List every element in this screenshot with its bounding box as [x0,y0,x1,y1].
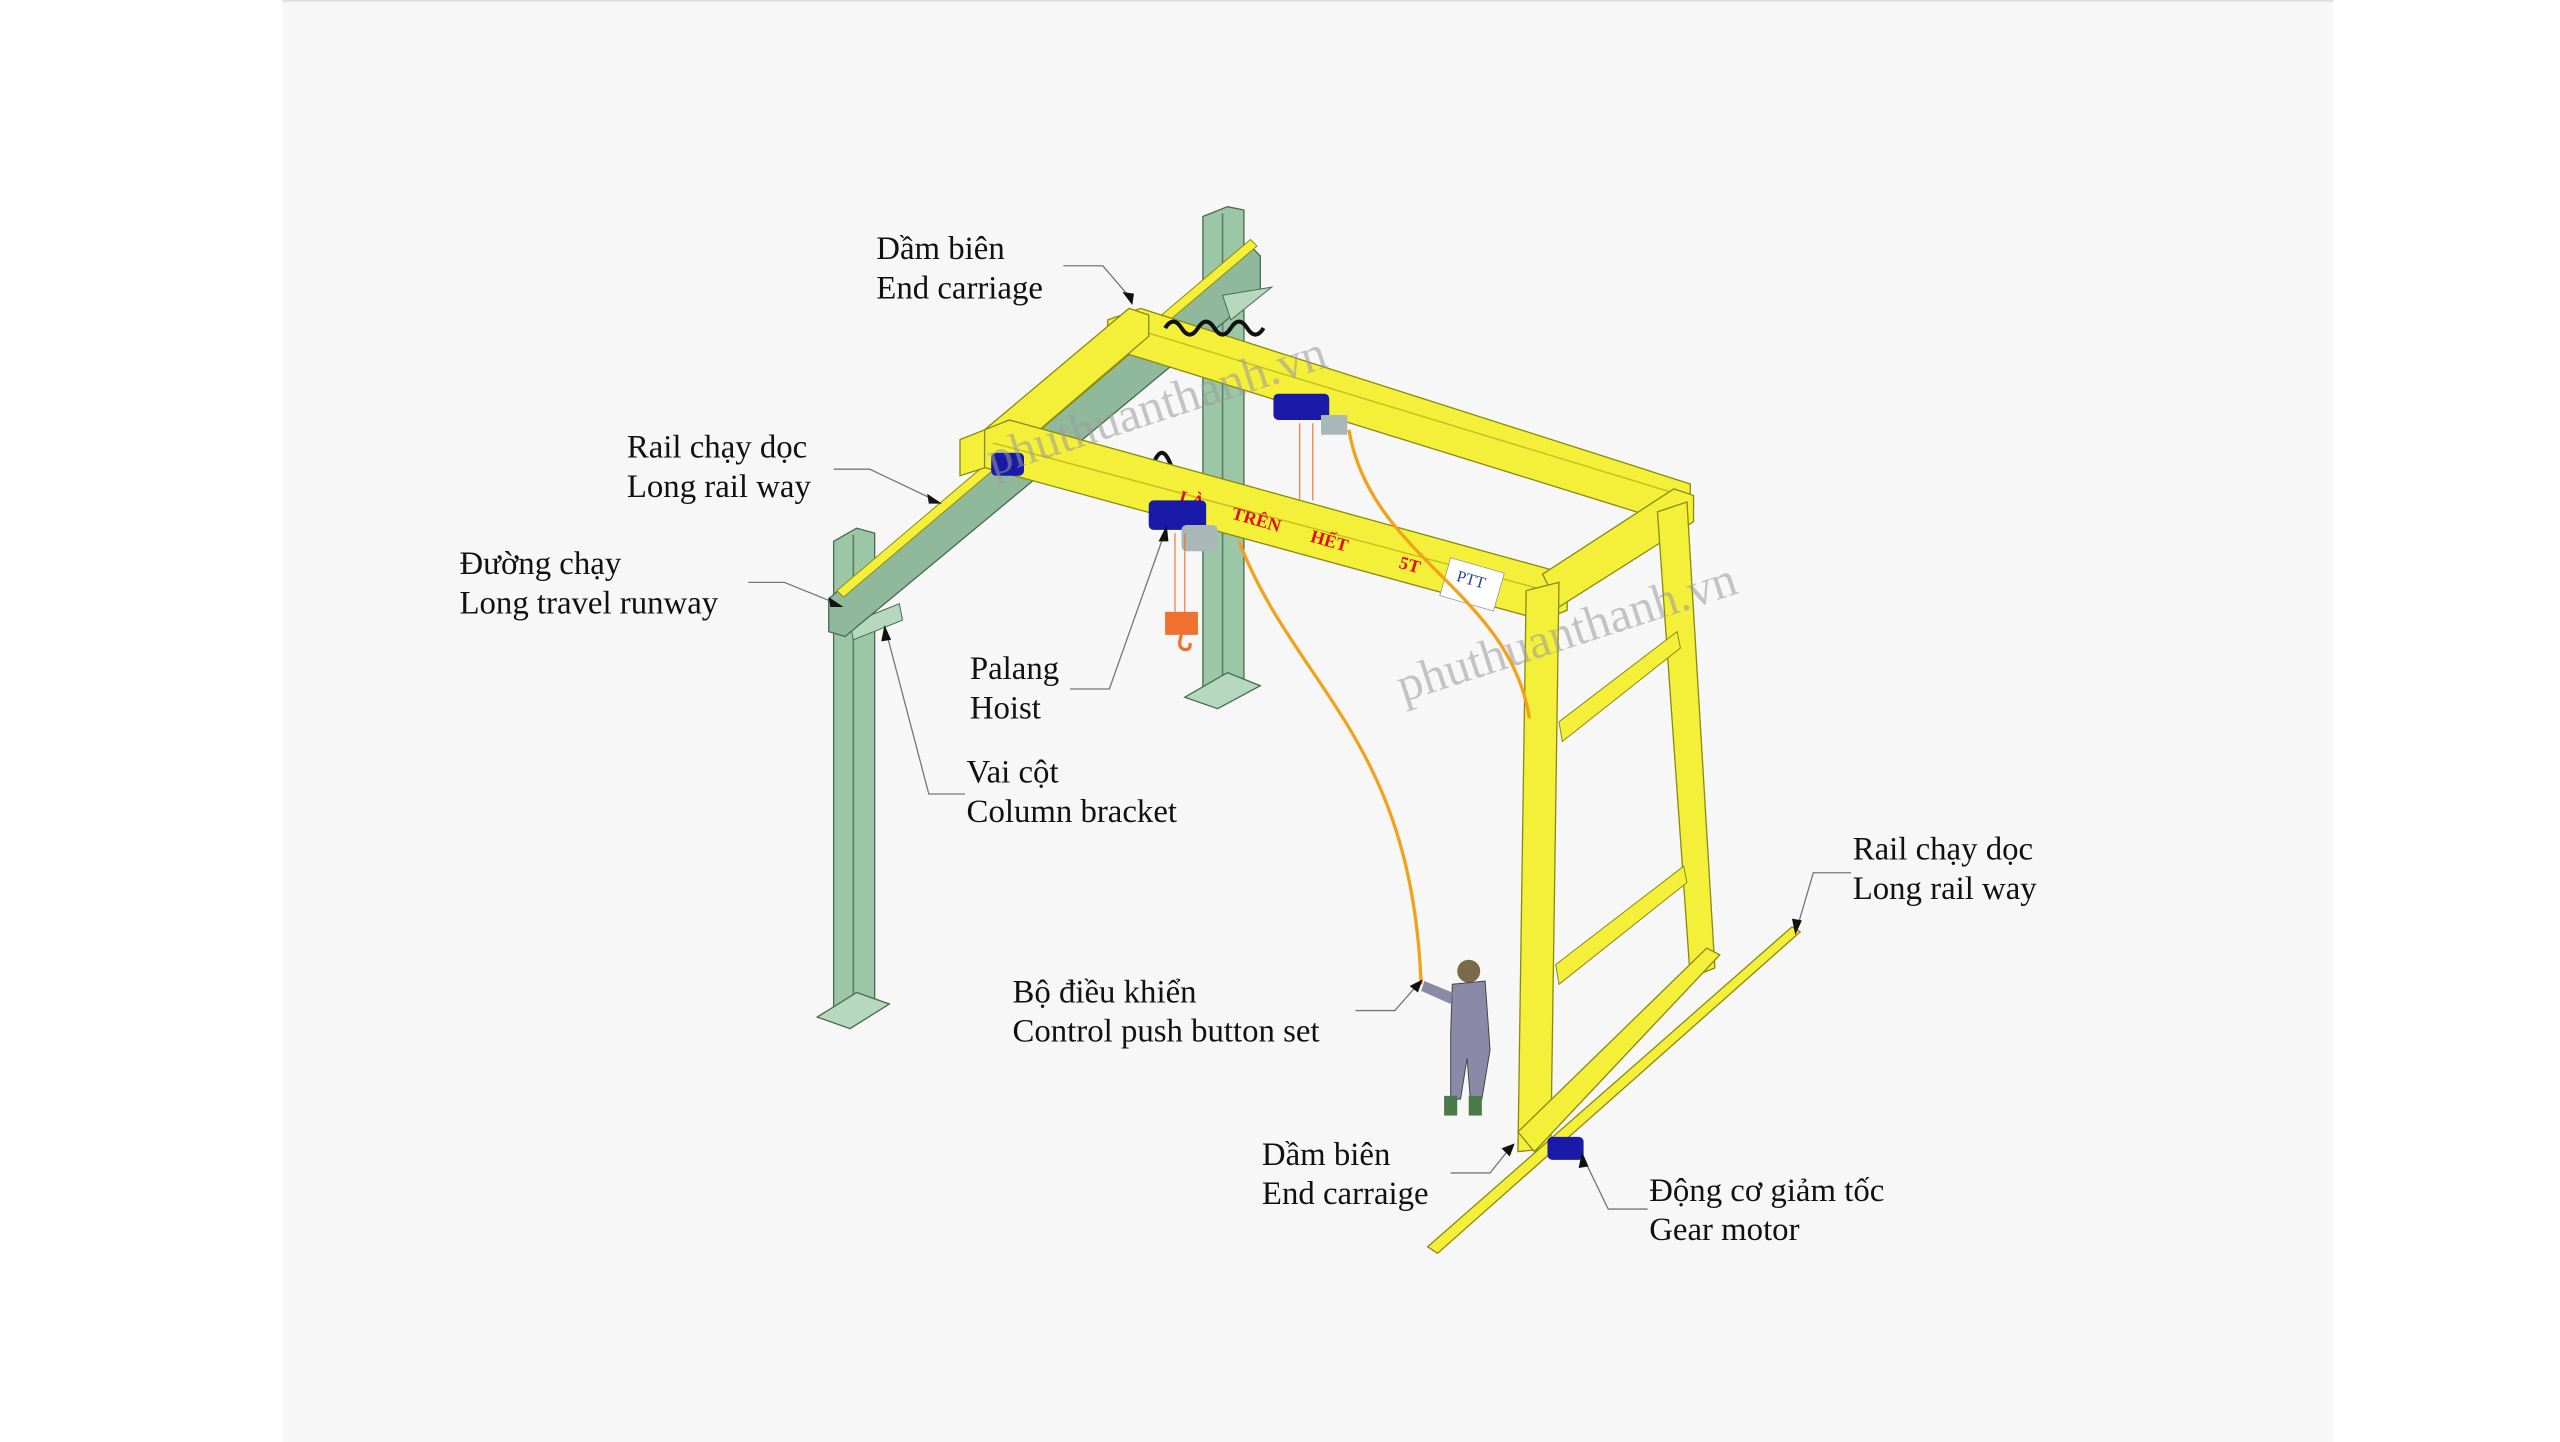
label-rail-left-vi: Rail chạy dọc [627,430,807,466]
label-runway-en: Long travel runway [459,586,718,622]
label-end-carriage-top-vi: Dầm biên [876,231,1004,267]
long-rail-way-right [1426,926,1802,1255]
operator-figure [1421,959,1491,1116]
label-hoist-en: Hoist [970,691,1041,727]
trolley-motor [991,452,1024,476]
label-rail-right-vi: Rail chạy dọc [1853,832,2033,868]
label-column-bracket-en: Column bracket [967,794,1177,830]
leader-lines [748,265,1852,1210]
power-cable [1347,429,1532,719]
front-column [815,527,904,1030]
gantry-leg-right [1517,488,1721,1153]
hoist-front [1148,500,1218,652]
label-control-en: Control push button set [1013,1014,1320,1050]
gear-motor [1547,1136,1584,1160]
label-rail-left-en: Long rail way [627,469,812,505]
label-control-vi: Bộ điều khiển [1013,974,1197,1010]
label-end-carriage-bottom-vi: Dầm biên [1262,1137,1390,1173]
label-runway-vi: Đường chạy [459,546,621,582]
column-bracket [849,603,904,641]
control-cable [1237,540,1423,985]
label-gear-motor-vi: Động cơ giảm tốc [1649,1173,1884,1209]
hoist-back [1273,393,1348,501]
label-end-carriage-bottom-en: End carraige [1262,1176,1429,1212]
label-rail-right-en: Long rail way [1853,871,2038,907]
label-hoist-vi: Palang [970,651,1059,687]
label-gear-motor-en: Gear motor [1649,1212,1799,1248]
drawing-panel [282,0,2334,1442]
label-column-bracket-vi: Vai cột [967,755,1059,791]
label-end-carriage-top-en: End carriage [876,271,1043,307]
ptt-logo: PTT [1439,557,1505,612]
